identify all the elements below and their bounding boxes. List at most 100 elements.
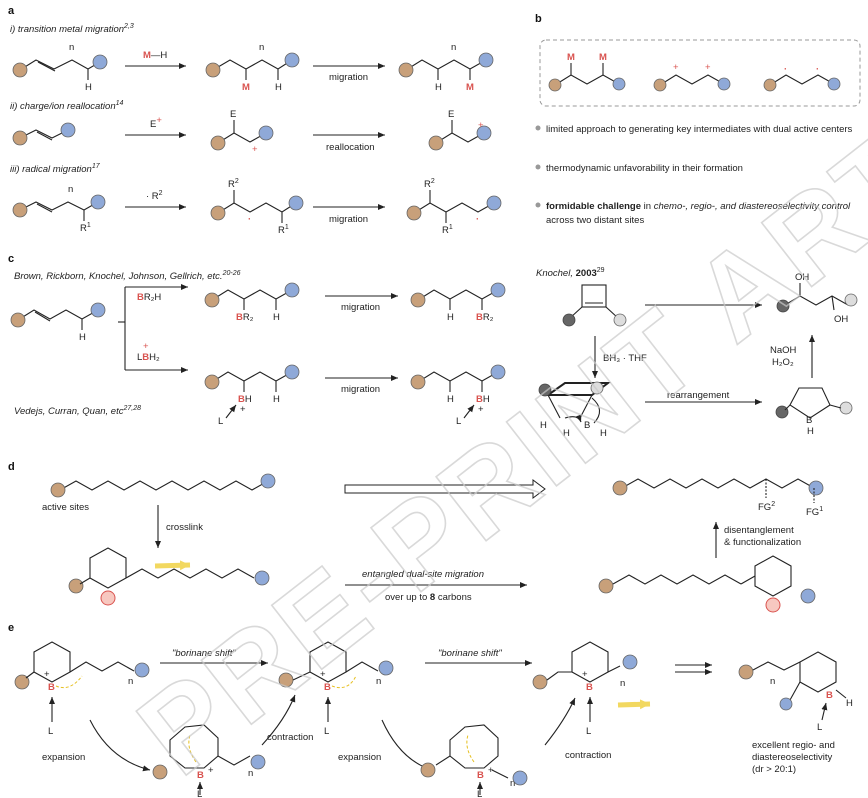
svg-text:n: n [451, 42, 456, 53]
svg-text:L: L [48, 726, 53, 737]
svg-text:n: n [69, 42, 74, 53]
diol-product: OH OH [776, 272, 858, 325]
active-sites-label: active sites [42, 502, 89, 513]
svg-text:B: B [584, 420, 590, 431]
reagent-naoh: NaOH [770, 345, 797, 356]
d-linear-chain [50, 473, 276, 498]
panel-label-e: e [8, 622, 14, 634]
c-top-product: H BR₂ [410, 282, 506, 323]
panel-label-b: b [535, 13, 542, 25]
d-crosslinked [68, 547, 270, 606]
svg-text:B: B [826, 690, 833, 701]
row1-product: H M n [398, 42, 494, 93]
d-product-chain: FG2 FG1 [612, 478, 824, 518]
svg-text:+: + [582, 669, 588, 680]
svg-text:n: n [770, 676, 775, 687]
svg-text:B: B [806, 415, 812, 426]
svg-text:contraction: contraction [565, 750, 611, 761]
over-carbons: over up to 8 carbons [385, 592, 472, 603]
svg-text:n: n [376, 676, 381, 687]
c-bottom-product: H BH + L [410, 364, 506, 427]
reagent-r2: · R2 [146, 190, 163, 202]
svg-text:n: n [620, 678, 625, 689]
svg-text:M: M [567, 52, 575, 63]
row1-substrate: H n [12, 42, 108, 93]
svg-text:BH: BH [238, 394, 252, 405]
svg-text:H: H [447, 394, 454, 405]
bicyclic-borane: H H B H [538, 381, 611, 439]
tan-site [12, 62, 28, 78]
bullet-3-line2: across two distant sites [546, 215, 644, 226]
box-species-1: M M [548, 52, 626, 92]
svg-text:R2: R2 [424, 178, 435, 190]
c-substrate: H [10, 302, 106, 343]
d-migrated [598, 555, 816, 613]
authors-top: Brown, Rickborn, Knochel, Johnson, Gellr… [14, 270, 241, 282]
c-top-intermediate: BR₂ H [204, 282, 300, 323]
svg-text:reallocation: reallocation [326, 142, 375, 153]
svg-text:+: + [673, 62, 679, 73]
bullet-3: formidable challenge in chemo-, regio-, … [546, 201, 851, 212]
svg-text:H: H [540, 420, 547, 431]
reagent-m-h: M—H [143, 50, 167, 61]
reagent-e: E+ [150, 115, 162, 130]
svg-text:E: E [448, 109, 454, 120]
blue-site [92, 54, 108, 70]
svg-text:L: L [586, 726, 591, 737]
svg-text:M: M [242, 82, 250, 93]
svg-text:FG2: FG2 [758, 501, 775, 513]
row1-intermediate: M H n [205, 42, 300, 93]
authors-bottom: Vedejs, Curran, Quan, etc27,28 [14, 405, 141, 417]
row2-product: E + [428, 109, 492, 151]
row2-substrate [12, 122, 76, 146]
e-start: B + L n [14, 641, 150, 737]
svg-text:n: n [510, 778, 515, 789]
svg-text:B: B [197, 770, 204, 781]
svg-text:H: H [79, 332, 86, 343]
svg-text:H: H [275, 82, 282, 93]
bullet-1: limited approach to generating key inter… [546, 124, 853, 135]
box-species-3: · · [763, 64, 841, 92]
svg-text:expansion: expansion [338, 752, 381, 763]
svg-text:+: + [478, 120, 484, 131]
svg-text:n: n [68, 184, 73, 195]
svg-text:L: L [324, 726, 329, 737]
e-ring7-2: B + L n [420, 724, 528, 798]
svg-text:H: H [85, 82, 92, 93]
c-bottom-intermediate: BH + L H [204, 364, 300, 427]
svg-text:R1: R1 [278, 224, 289, 236]
svg-text:FG1: FG1 [806, 506, 823, 518]
row2-intermediate: E + [210, 109, 274, 155]
borinane-shift-1: "borinane shift" [172, 648, 236, 659]
row3-intermediate: R2 · R1 [210, 178, 304, 236]
svg-text:migration: migration [341, 302, 380, 313]
svg-text:B: B [477, 770, 484, 781]
row3-substrate: R1 n [12, 184, 106, 234]
svg-text:L: L [477, 789, 482, 798]
svg-text:B: B [48, 682, 55, 693]
panel-label-d: d [8, 461, 15, 473]
svg-text:L: L [817, 722, 822, 733]
svg-text:L: L [456, 416, 461, 427]
knochel-ref: Knochel, 200329 [536, 267, 605, 279]
svg-text:BR₂: BR₂ [476, 312, 494, 323]
box-species-2: + + [653, 62, 731, 92]
svg-text:B: B [324, 682, 331, 693]
svg-text:H: H [273, 394, 280, 405]
row3-product: R2 R1 · [406, 178, 502, 236]
svg-text:H: H [807, 426, 814, 437]
svg-text:migration: migration [341, 384, 380, 395]
svg-text:H: H [600, 428, 607, 439]
svg-text:+: + [240, 404, 246, 415]
svg-text:n: n [259, 42, 264, 53]
svg-text:R2: R2 [228, 178, 239, 190]
svg-text:expansion: expansion [42, 752, 85, 763]
svg-text:H: H [447, 312, 454, 323]
svg-text:·: · [784, 64, 787, 75]
result-line-1: excellent regio- and [752, 740, 835, 751]
svg-text:R1: R1 [80, 222, 91, 234]
svg-text:BH: BH [476, 394, 490, 405]
svg-text:crosslink: crosslink [166, 522, 203, 533]
svg-text:·: · [248, 214, 251, 225]
